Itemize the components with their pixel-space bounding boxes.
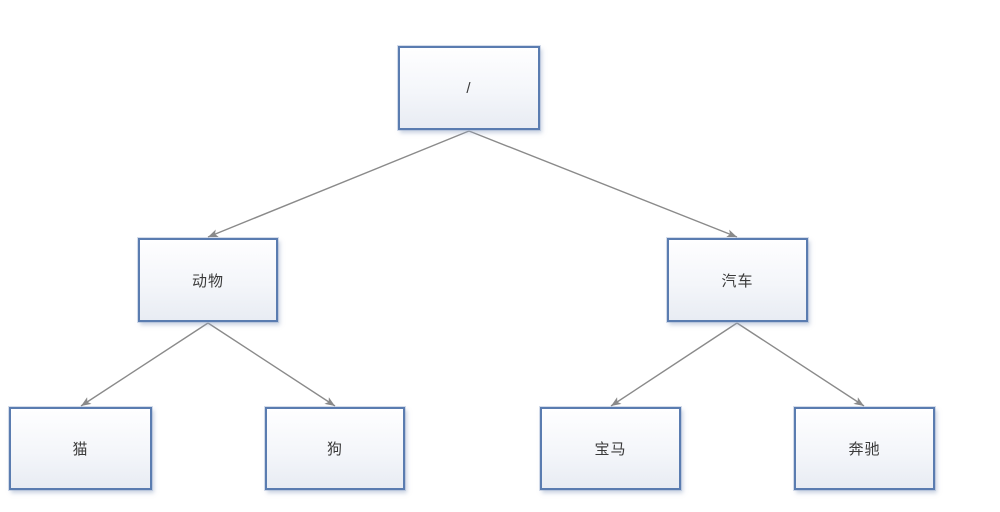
edge-cars-benz [736, 322, 865, 407]
node-cat-label: 猫 [72, 441, 89, 458]
node-bmw: 宝马 [540, 407, 681, 490]
node-cars-label: 汽车 [721, 272, 754, 290]
edge-cars-bmw [610, 322, 738, 407]
node-root-label: / [466, 79, 472, 97]
node-root: / [398, 46, 540, 130]
node-benz-label: 奔驰 [848, 441, 881, 458]
node-cars: 汽车 [667, 238, 808, 322]
node-dog: 狗 [265, 407, 405, 490]
edge-root-animals [207, 130, 470, 238]
edge-animals-dog [207, 322, 336, 407]
node-benz: 奔驰 [794, 407, 935, 490]
node-dog-label: 狗 [326, 441, 343, 458]
node-bmw-label: 宝马 [594, 441, 627, 458]
edge-root-cars [468, 130, 738, 238]
edge-animals-cat [80, 322, 209, 407]
node-animals-label: 动物 [191, 272, 224, 290]
node-animals: 动物 [138, 238, 278, 322]
node-cat: 猫 [9, 407, 152, 490]
